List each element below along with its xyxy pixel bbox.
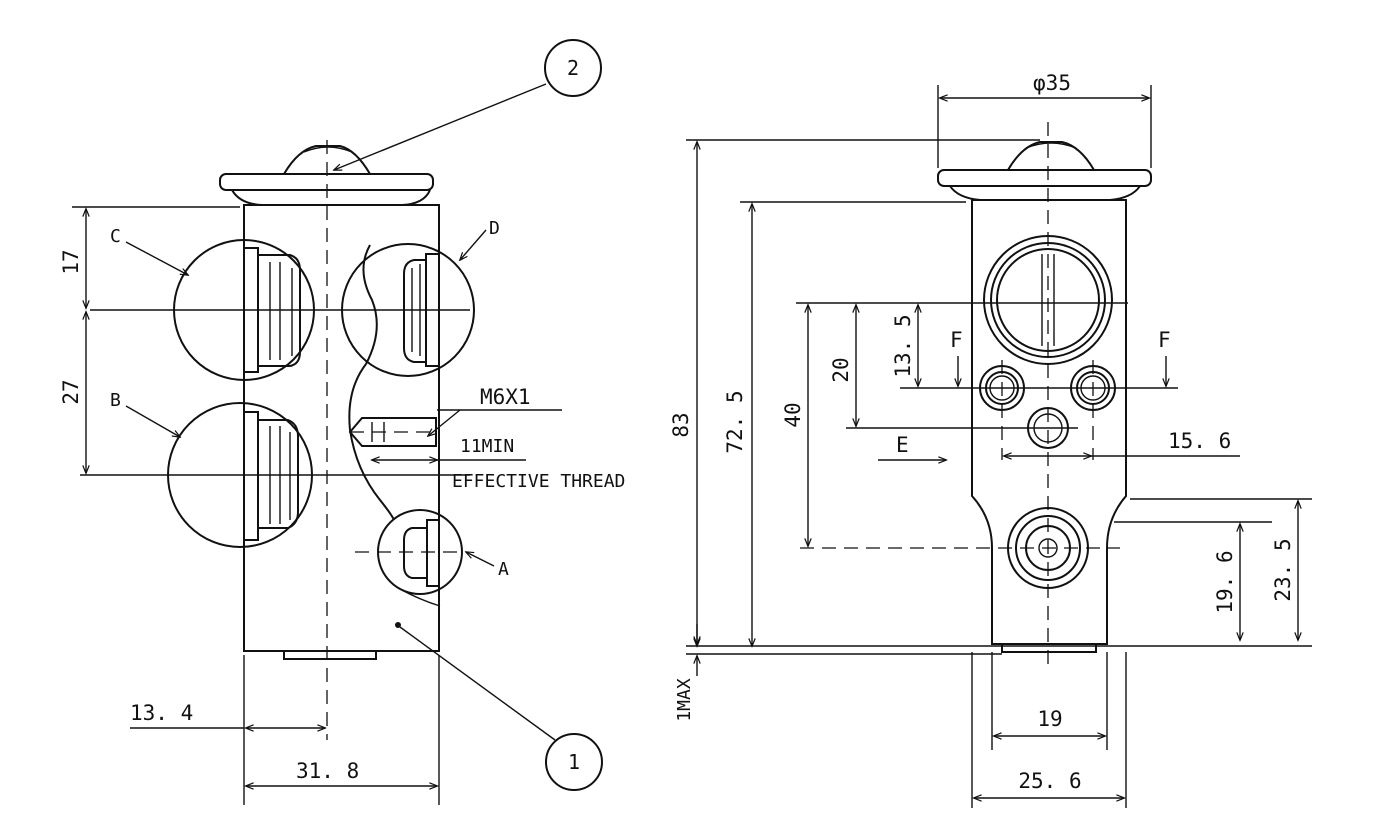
port-label-c: C <box>110 226 121 247</box>
dim-phi35: φ35 <box>1033 71 1071 95</box>
side-valve-body <box>243 204 440 652</box>
thread-desc: EFFECTIVE THREAD <box>452 471 625 492</box>
threaded-hole <box>348 417 440 447</box>
view-label-e: E <box>896 433 909 457</box>
dim-13-4: 13. 4 <box>130 701 193 725</box>
port-label-b: B <box>110 390 121 411</box>
front-lower-port <box>800 507 1120 589</box>
port-d <box>341 243 475 377</box>
dim-31-8: 31. 8 <box>296 759 359 783</box>
port-a <box>355 509 463 607</box>
front-diaphragm-cap <box>937 169 1152 187</box>
side-recess-edge <box>348 363 395 521</box>
port-label-d: D <box>489 218 500 239</box>
dim-27: 27 <box>59 379 83 404</box>
front-bottom-stub <box>1001 643 1097 653</box>
side-dome <box>283 145 371 175</box>
balloon-1: 1 <box>568 750 580 774</box>
dim-19: 19 <box>1037 707 1062 731</box>
thread-min-length: 11MIN <box>460 436 514 457</box>
side-diaphragm-base <box>231 189 431 206</box>
dim-17: 17 <box>59 249 83 274</box>
front-dome <box>1007 141 1095 171</box>
port-b <box>80 402 470 548</box>
dim-1max: 1MAX <box>674 678 695 722</box>
dim-15-6: 15. 6 <box>1168 429 1231 453</box>
balloon-2-circle <box>544 39 602 97</box>
side-bottom-stub <box>283 650 377 660</box>
dim-72-5: 72. 5 <box>723 390 747 453</box>
side-view: C D B A 17 27 13. 4 31. 8 M6X1 11MIN EFF… <box>59 39 625 805</box>
dim-25-6: 25. 6 <box>1018 769 1081 793</box>
dim-20: 20 <box>829 357 853 382</box>
front-center-hole <box>846 407 1078 449</box>
balloon-2: 2 <box>567 56 579 80</box>
dim-23-5: 23. 5 <box>1271 538 1295 601</box>
dim-40: 40 <box>781 402 805 427</box>
balloon-1-circle <box>545 733 603 791</box>
dim-13-5: 13. 5 <box>891 314 915 377</box>
dim-83: 83 <box>669 412 693 437</box>
thread-size: M6X1 <box>480 385 531 409</box>
port-label-a: A <box>498 559 509 580</box>
view-label-f-left: F <box>950 328 963 352</box>
front-view: F F E φ35 83 72. 5 40 20 13. 5 15. 6 <box>669 71 1312 808</box>
front-upper-port <box>796 235 1128 365</box>
dim-19-6: 19. 6 <box>1213 550 1237 613</box>
view-label-f-right: F <box>1158 328 1171 352</box>
port-c <box>90 239 470 381</box>
front-diaphragm-base <box>949 185 1141 201</box>
